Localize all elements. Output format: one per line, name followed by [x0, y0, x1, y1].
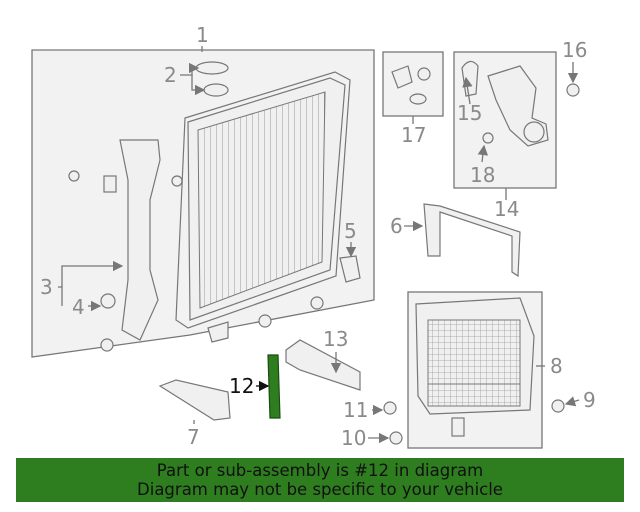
- callout-11: 11: [343, 398, 368, 422]
- callout-1: 1: [196, 23, 209, 47]
- callout-16: 16: [562, 38, 587, 62]
- callout-4: 4: [72, 295, 85, 319]
- part-13-deflector: [285, 339, 361, 391]
- radiator-insulators: [195, 61, 229, 97]
- part-17-fittings: [391, 65, 431, 105]
- callout-12: 12: [229, 374, 254, 398]
- parts-diagram: 1 2 3 4 5 6 7 8 9 10 11 12 13 14 15 16 1…: [31, 23, 596, 450]
- diagram-notice-banner: Part or sub-assembly is #12 in diagram D…: [16, 458, 624, 502]
- part-12-highlighted: [267, 354, 281, 419]
- callout-3: 3: [40, 275, 53, 299]
- part-10-bolt: [389, 431, 403, 445]
- air-shutter-assembly: [415, 297, 535, 437]
- part-17-box: [382, 51, 444, 117]
- callout-8: 8: [550, 354, 563, 378]
- radiator-side-bracket: [68, 139, 183, 352]
- part-7-deflector: [158, 379, 231, 421]
- callout-9: 9: [583, 388, 596, 412]
- notice-line-2: Diagram may not be specific to your vehi…: [137, 480, 503, 499]
- callout-10: 10: [341, 426, 366, 450]
- callout-7: 7: [187, 425, 200, 449]
- callout-14: 14: [494, 197, 519, 221]
- callout-13: 13: [323, 327, 348, 351]
- radiator-core: [175, 71, 351, 343]
- part-11-clip: [383, 401, 397, 415]
- callout-15: 15: [457, 101, 482, 125]
- part-6-shroud: [423, 203, 521, 278]
- notice-line-1: Part or sub-assembly is #12 in diagram: [156, 461, 484, 480]
- callout-2: 2: [164, 63, 177, 87]
- callout-17: 17: [401, 123, 426, 147]
- part-16-cap: [566, 83, 580, 97]
- part-9-bolt: [551, 399, 565, 413]
- callout-6: 6: [390, 214, 403, 238]
- callout-5: 5: [344, 219, 357, 243]
- callout-18: 18: [470, 163, 495, 187]
